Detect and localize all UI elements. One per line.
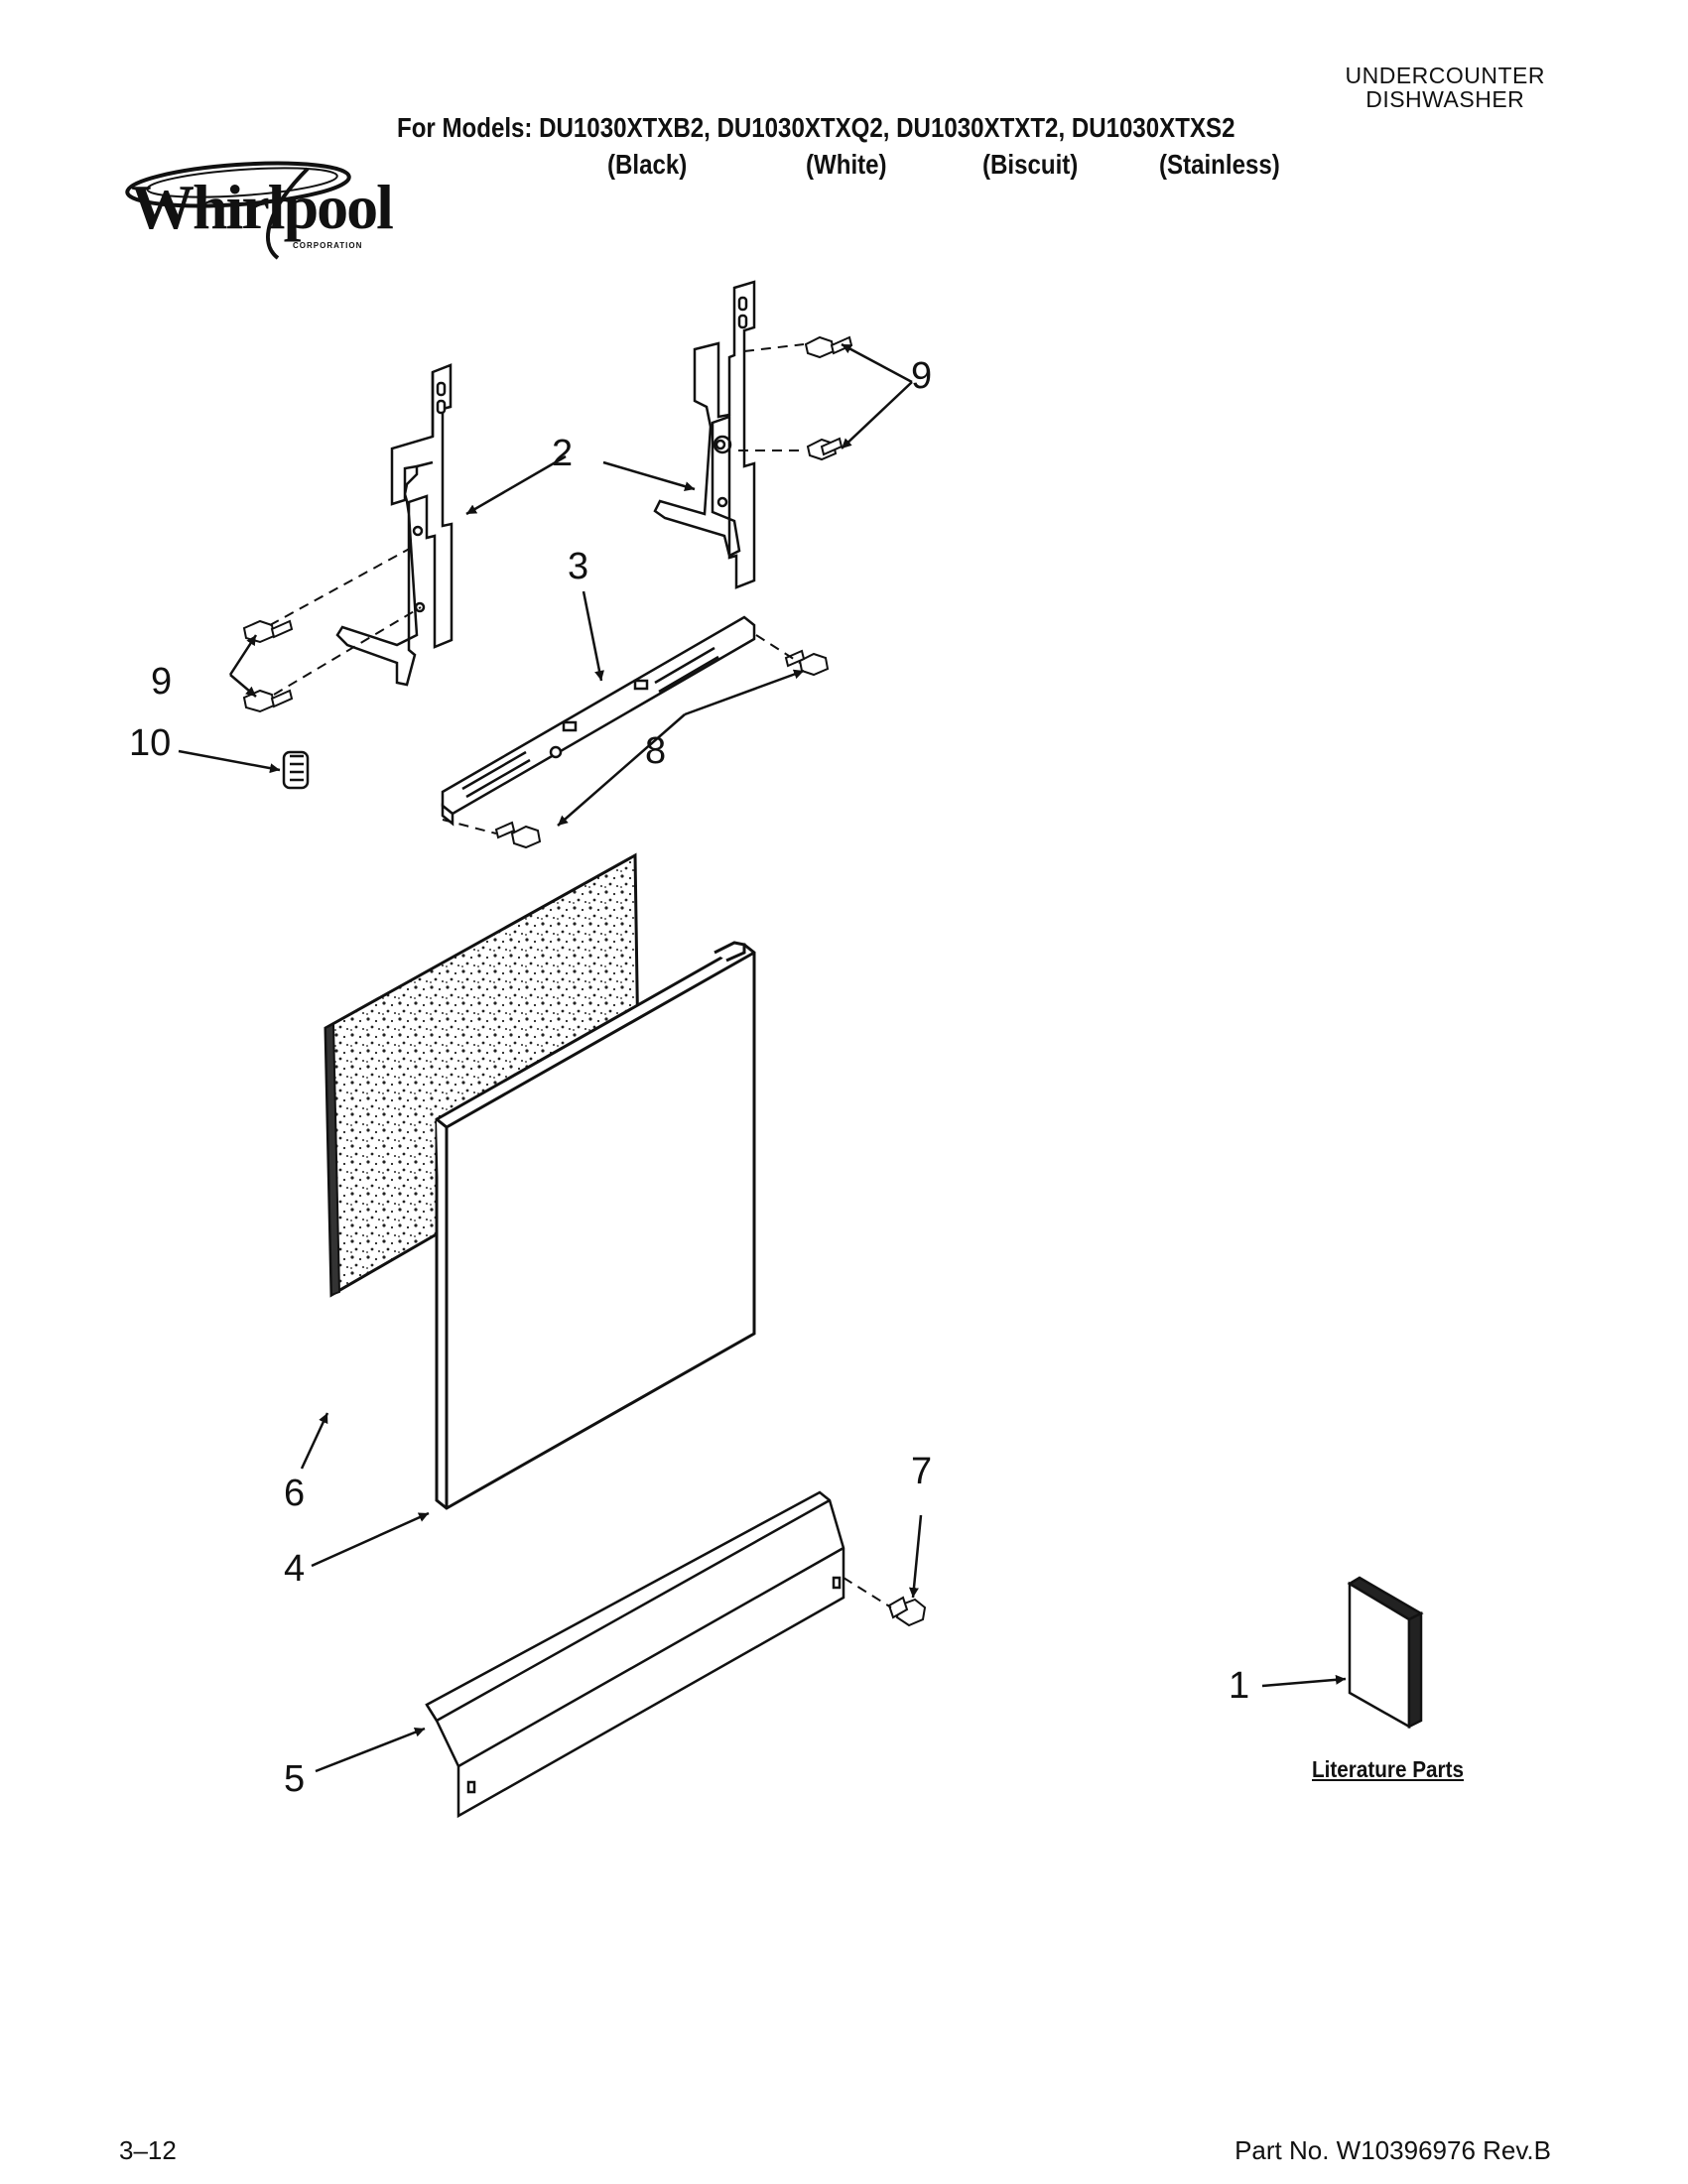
finish-black: (Black): [607, 149, 688, 180]
callout-10: 10: [129, 722, 172, 764]
catalog-category: UNDERCOUNTER DISHWASHER: [1346, 64, 1546, 111]
callout-8: 8: [645, 730, 667, 772]
finish-stainless: (Stainless): [1159, 149, 1280, 180]
part-number: Part No. W10396976 Rev.B: [1234, 2135, 1551, 2165]
literature-parts-label: Literature Parts: [1312, 1756, 1465, 1782]
callout-7: 7: [911, 1451, 933, 1492]
whirlpool-logo: Whirlpool CORPORATION: [119, 149, 397, 268]
left-hinge-bracket: [335, 363, 454, 687]
callout-6: 6: [284, 1473, 306, 1514]
screw-9-left: [242, 619, 294, 713]
outer-door-panel: [435, 941, 756, 1510]
leader-arrows: [178, 342, 1347, 1773]
logo-corporation: CORPORATION: [293, 241, 363, 250]
models-line: For Models: DU1030XTXB2, DU1030XTXQ2, DU…: [397, 112, 1235, 143]
literature-booklet: [1347, 1576, 1424, 1730]
finish-white: (White): [806, 149, 887, 180]
screw-9-top: [804, 335, 853, 461]
toe-kick-panel: [425, 1490, 845, 1819]
callout-9-top: 9: [911, 355, 933, 397]
callout-1: 1: [1229, 1665, 1250, 1707]
screw-7: [887, 1596, 927, 1627]
right-hinge-bracket: [653, 280, 756, 589]
finish-biscuit: (Biscuit): [982, 149, 1079, 180]
callout-4: 4: [284, 1548, 306, 1590]
logo-swirl: [125, 161, 351, 260]
screw-8: [494, 649, 830, 849]
alignment-lines: [269, 343, 892, 1608]
page-number: 3–12: [119, 2135, 177, 2165]
logo-wordmark: Whirlpool: [131, 172, 394, 242]
callout-5: 5: [284, 1758, 306, 1800]
callout-3: 3: [568, 546, 589, 587]
category-line-1: UNDERCOUNTER: [1345, 63, 1545, 88]
clip-part-10: [282, 750, 310, 790]
callout-2: 2: [552, 433, 574, 474]
callout-9-left: 9: [151, 661, 173, 703]
door-mount-bracket: [441, 615, 756, 827]
category-line-2: DISHWASHER: [1365, 86, 1525, 112]
